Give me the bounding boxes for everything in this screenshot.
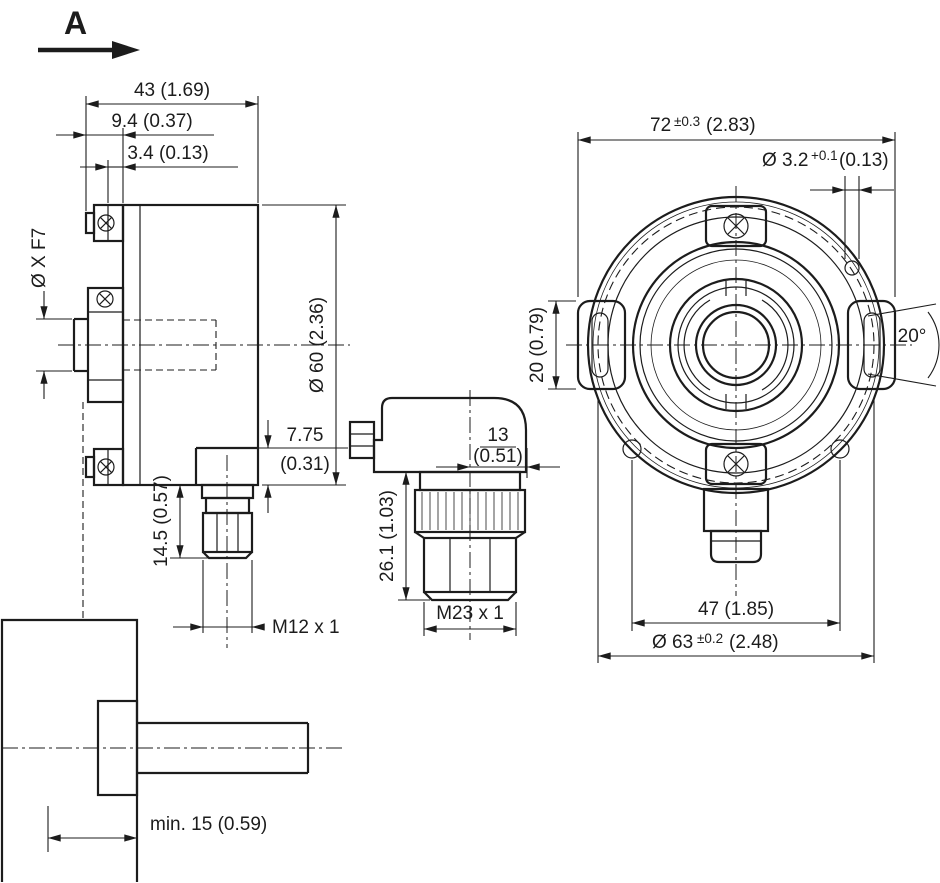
- screw-icon: [97, 458, 115, 476]
- view-arrow-icon: [112, 41, 140, 59]
- mounting-dimensions: min. 15 (0.59): [47, 806, 267, 852]
- hub: [668, 277, 804, 413]
- fixing-hole-right: [830, 439, 850, 459]
- dim-13-mm: 13: [487, 425, 508, 446]
- top-clamp-plate: [704, 204, 768, 248]
- m12-connector: [200, 483, 255, 560]
- dim-13-inch: (0.51): [473, 446, 523, 467]
- bearing-hub: [96, 699, 139, 797]
- dim-slot-height: 20 (0.79): [527, 307, 548, 383]
- dim-63: Ø 63 ±0.2 (2.48): [652, 627, 779, 653]
- left-mounting-ear: [576, 299, 627, 391]
- m23-connector-view: [348, 396, 528, 602]
- dim-14-5: 14.5 (0.57): [151, 475, 172, 567]
- side-view-outline: [72, 203, 260, 560]
- dim-47: 47 (1.85): [698, 599, 774, 620]
- cable-entry: [348, 420, 376, 460]
- shaft-clamp-hub: [86, 286, 125, 404]
- dim-7-75-inch: (0.31): [280, 454, 330, 475]
- dowel-pin-hole: [844, 260, 860, 276]
- label-m23-thread: M23 x 1: [436, 603, 504, 624]
- housing-outer: [586, 195, 886, 495]
- screw-icon: [723, 213, 749, 239]
- dim-slot-angle: 20°: [898, 326, 927, 347]
- right-mounting-ear: [846, 299, 897, 391]
- side-view-dimensions: 43 (1.69) 9.4 (0.37) 3.4 (0.13) Ø X F7 Ø…: [29, 80, 348, 638]
- dim-shaft-bore: Ø X F7: [29, 228, 50, 288]
- screw-icon: [723, 451, 749, 477]
- front-view-dimensions: 72 ±0.3 (2.83) Ø 3.2 +0.1 (0.13) 20 (0.7…: [527, 110, 940, 663]
- hex-body: [422, 536, 518, 594]
- dim-7-75-mm: 7.75: [287, 425, 324, 446]
- dim-43: 43 (1.69): [134, 80, 210, 101]
- knurl-lines: [421, 492, 519, 530]
- angled-housing: [372, 396, 528, 474]
- dim-pin-hole: Ø 3.2 +0.1 (0.13): [762, 144, 889, 171]
- dim-9-4: 9.4 (0.37): [111, 111, 192, 132]
- m23-connector-dimensions: 13 (0.51) 26.1 (1.03) M23 x 1: [377, 425, 560, 636]
- dim-body-diameter: Ø 60 (2.36): [307, 297, 328, 393]
- bottom-clamp-plate: [704, 442, 768, 486]
- front-view-outline: [576, 195, 897, 564]
- view-label: A: [64, 5, 87, 41]
- hollow-shaft-bore: [694, 303, 778, 387]
- dim-26-1: 26.1 (1.03): [377, 490, 398, 582]
- screw-icon: [96, 290, 114, 308]
- dim-72: 72 ±0.3 (2.83): [650, 110, 756, 136]
- view-direction-indicator: A: [38, 5, 140, 59]
- fixing-hole-left: [622, 439, 642, 459]
- left-slot: [591, 312, 609, 378]
- dim-min-insertion: min. 15 (0.59): [150, 814, 267, 835]
- right-slot: [863, 312, 881, 378]
- mounting-wall-view: [0, 402, 310, 882]
- screw-icon: [97, 214, 115, 232]
- front-recess: [631, 240, 841, 450]
- mounting-wall: [0, 618, 139, 882]
- knurled-ring: [413, 488, 527, 534]
- dim-3-4: 3.4 (0.13): [127, 143, 208, 164]
- label-m12-thread: M12 x 1: [272, 617, 340, 638]
- m12-connector-front: [702, 487, 770, 564]
